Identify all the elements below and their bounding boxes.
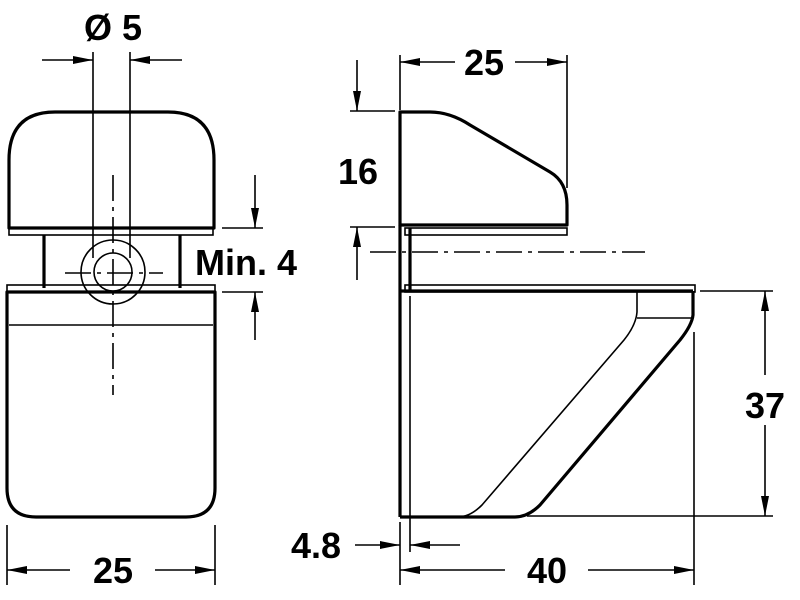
top-cap-band	[404, 227, 568, 236]
hole-diameter-label: Ø 5	[84, 7, 142, 48]
height-label: 37	[745, 385, 785, 426]
top-height-label: 16	[338, 151, 378, 192]
side-view: 25 16 4.8 40 37	[291, 42, 785, 591]
top-depth-label: 25	[464, 42, 504, 83]
offset-label: 4.8	[291, 525, 341, 566]
cap-outline	[7, 110, 216, 230]
bracket-inner-profile	[457, 292, 638, 518]
top-cap-outline	[398, 110, 569, 227]
width-label: 25	[93, 550, 133, 591]
bracket-outer-profile	[400, 291, 695, 519]
cap-band	[8, 227, 214, 236]
body-outline	[5, 290, 217, 519]
front-view: Ø 5 Min. 4 25	[5, 7, 297, 591]
depth-label: 40	[527, 550, 567, 591]
min-thickness-label: Min. 4	[195, 242, 297, 283]
